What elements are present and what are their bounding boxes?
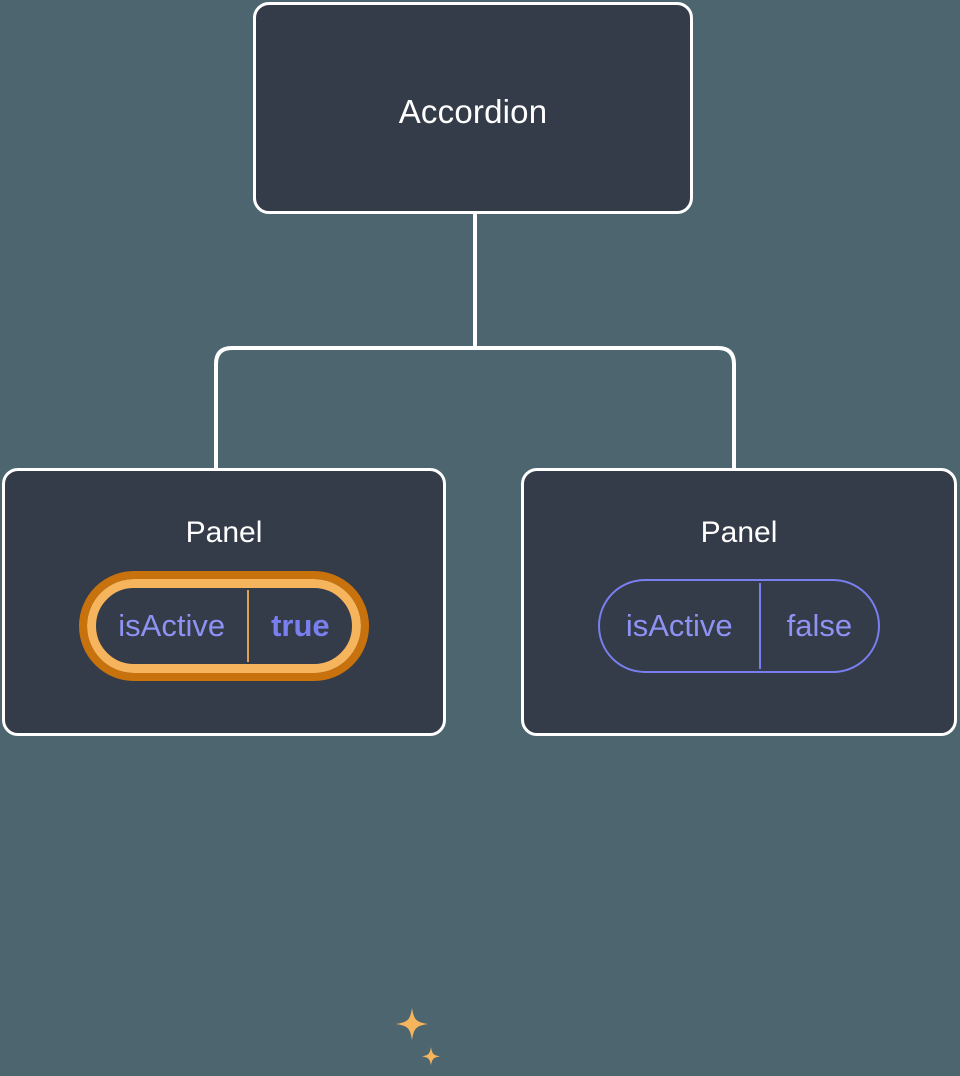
prop-pill-divider <box>247 590 250 662</box>
node-panel-0-label: Panel <box>185 516 263 549</box>
node-panel-0[interactable]: Panel isActive true <box>2 468 446 1066</box>
prop-key: isActive <box>625 608 733 643</box>
node-accordion-label: Accordion <box>398 93 548 130</box>
node-panel-1[interactable]: Panel isActive false <box>521 468 957 736</box>
panel-0-prop-pill-wrap: isActive true <box>5 571 443 681</box>
connector-branch-bar <box>214 346 736 468</box>
prop-value: false <box>786 608 853 643</box>
sparkle-small-icon <box>422 1047 440 1066</box>
prop-pill-divider <box>758 583 761 669</box>
prop-pill-isactive-true[interactable]: isActive true <box>79 571 369 681</box>
node-panel-1-label: Panel <box>700 516 778 549</box>
prop-pill-isactive-false[interactable]: isActive false <box>597 579 881 673</box>
prop-value: true <box>271 608 330 643</box>
prop-key: isActive <box>118 608 226 643</box>
sparkles-icon <box>396 1008 440 1066</box>
panel-1-prop-pill-wrap: isActive false <box>524 579 954 673</box>
node-accordion[interactable]: Accordion <box>253 2 693 214</box>
sparkle-large-icon <box>396 1008 428 1040</box>
